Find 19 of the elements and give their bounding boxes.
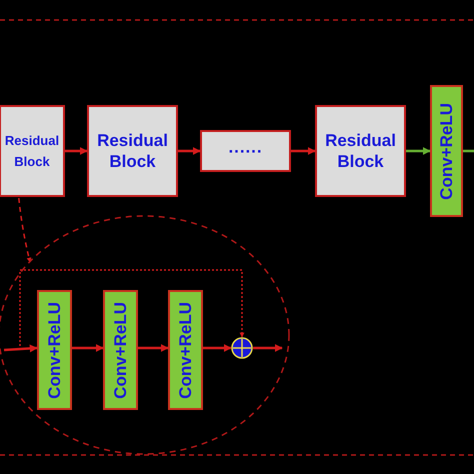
arrow [178, 147, 201, 155]
process-box: ······ [200, 130, 291, 172]
process-box: Residual Block [315, 105, 406, 197]
arrow [203, 344, 232, 352]
layer-box: Conv+ReLU [430, 85, 463, 217]
process-box: Residual Block [0, 105, 65, 197]
process-box: Residual Block [87, 105, 178, 197]
leader-line [18, 198, 32, 262]
arrow [4, 344, 38, 352]
layer-box: Conv+ReLU [37, 290, 72, 410]
layer-box: Conv+ReLU [103, 290, 138, 410]
arrow [138, 344, 169, 352]
arrow [72, 344, 104, 352]
arrow [65, 147, 88, 155]
arrow [253, 344, 283, 352]
layer-box: Conv+ReLU [168, 290, 203, 410]
arrow [406, 147, 431, 155]
sum-node [231, 337, 253, 359]
arrow [291, 147, 316, 155]
